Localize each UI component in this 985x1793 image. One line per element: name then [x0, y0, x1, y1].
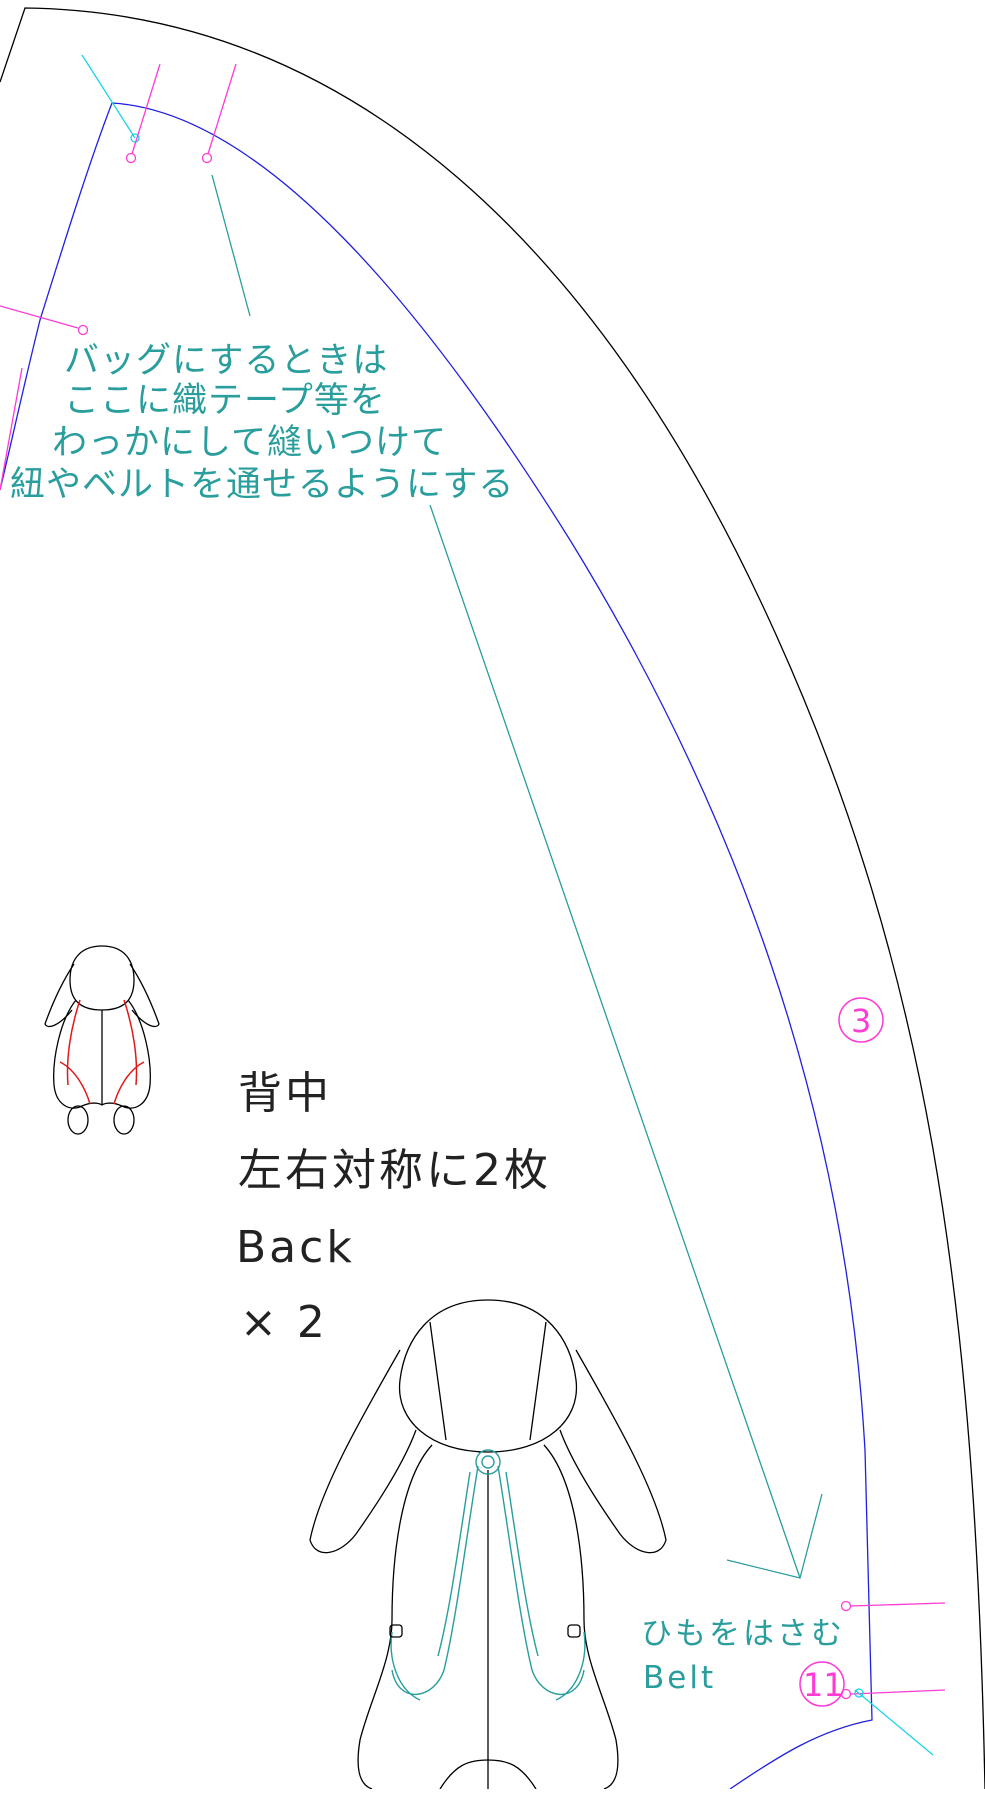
corner-guide-dot — [130, 133, 140, 143]
left-edge-line — [0, 367, 23, 491]
corner-guide-line — [81, 54, 136, 139]
mark-11-label: 11 — [803, 1666, 844, 1704]
notch-dot-2 — [201, 152, 213, 164]
note-line-3: わっかにして縫いつけて — [52, 423, 447, 463]
belt-notch-line-1 — [850, 1602, 946, 1607]
arrow-head — [726, 1493, 823, 1579]
notch-dot-left — [77, 324, 89, 336]
piece-name-en: Back — [236, 1222, 355, 1273]
seam-line-left — [0, 102, 113, 491]
piece-instruction-jp: 左右対称に2枚 — [238, 1145, 551, 1196]
belt-loop-icons — [389, 1624, 581, 1638]
belt-label-en: Belt — [643, 1660, 716, 1696]
note-leader-long — [429, 504, 801, 1579]
mark-11-circle — [799, 1661, 845, 1707]
mark-3-circle — [838, 997, 884, 1043]
piece-name-jp: 背中 — [238, 1068, 332, 1119]
note-line-1: バッグにするときは — [64, 341, 388, 381]
notch-line-1 — [131, 63, 161, 155]
seam-line — [111, 102, 873, 1790]
corner-guide-line-bottom — [854, 1689, 934, 1756]
belt-notch-line-2 — [850, 1689, 946, 1695]
small-figure-highlight — [59, 999, 145, 1105]
note-leader-top — [211, 174, 251, 317]
large-figure-icon — [309, 1299, 667, 1790]
large-figure-belt — [390, 1449, 586, 1701]
piece-count-en: × 2 — [240, 1297, 328, 1348]
note-line-2: ここに織テープ等を — [64, 381, 386, 421]
belt-notch-dot-1 — [840, 1600, 852, 1612]
corner-guide-dot-bottom — [854, 1688, 864, 1698]
notch-line-2 — [207, 63, 237, 155]
small-figure-icon — [44, 945, 160, 1135]
belt-label-jp: ひもをはさむ — [641, 1616, 845, 1652]
note-line-4: 紐やベルトを通せるようにする — [10, 465, 514, 505]
outer-cut-line — [0, 7, 985, 1790]
mark-3-label: 3 — [851, 1002, 871, 1040]
notch-dot-1 — [125, 152, 137, 164]
notch-line-left — [0, 305, 79, 329]
